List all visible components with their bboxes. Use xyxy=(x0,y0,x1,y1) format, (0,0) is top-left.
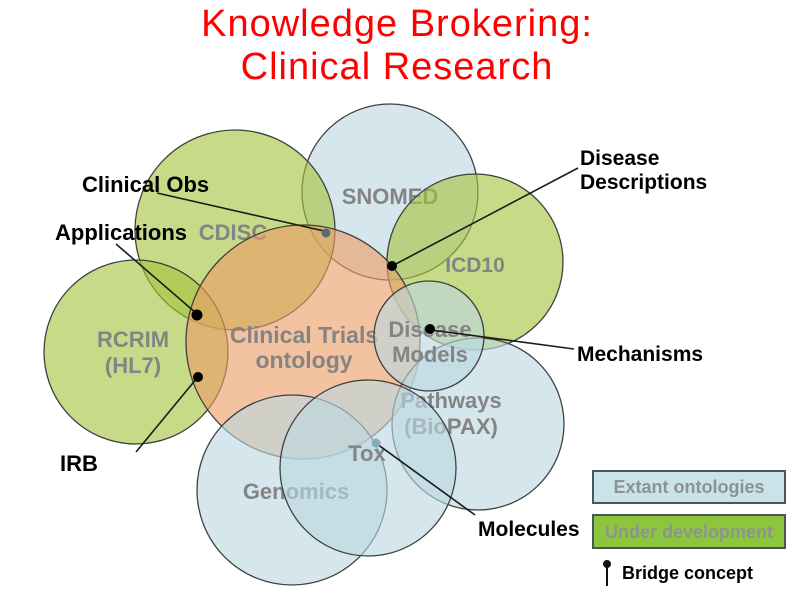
disease-descriptions-callout-label: Descriptions xyxy=(580,171,707,194)
title-line-1: Knowledge Brokering: xyxy=(201,3,593,45)
ontology-tox: Tox xyxy=(279,379,457,557)
clinical-obs-pointer-line xyxy=(156,192,325,232)
molecules-bridge-dot[interactable] xyxy=(371,438,381,448)
bridge-irb: IRB xyxy=(60,372,203,476)
clinical-trials-ontology-label: Clinical Trials xyxy=(230,322,378,348)
legend-extant-swatch xyxy=(592,470,786,504)
mechanisms-callout-label: Mechanisms xyxy=(577,343,703,366)
clinical-trials-ontology-label: ontology xyxy=(255,347,352,373)
disease-models-circle[interactable] xyxy=(373,280,485,392)
mechanisms-pointer-line xyxy=(430,329,575,350)
clinical-obs-bridge-dot[interactable] xyxy=(321,228,331,238)
disease-descriptions-callout-label: Disease xyxy=(580,147,659,170)
applications-bridge-dot[interactable] xyxy=(191,309,203,321)
molecules-callout-label: Molecules xyxy=(478,518,580,541)
mechanisms-bridge-dot[interactable] xyxy=(425,324,435,334)
irb-callout-label: IRB xyxy=(60,451,98,476)
legend-bridge-label: Bridge concept xyxy=(622,563,753,583)
bridge-clinical-obs: Clinical Obs xyxy=(82,172,331,238)
title-line-2: Clinical Research xyxy=(241,46,554,88)
icd10-label: ICD10 xyxy=(445,254,505,277)
irb-pointer-line xyxy=(135,377,198,453)
rcrim-hl7-label: (HL7) xyxy=(105,353,161,378)
disease-descriptions-pointer-line xyxy=(391,167,579,267)
bridge-pin-icon xyxy=(603,560,611,586)
bridge-molecules: Molecules xyxy=(371,438,580,541)
tox-label: Tox xyxy=(348,441,386,466)
legend-development-label: Under development xyxy=(605,522,773,542)
ontology-rcrim-hl7: RCRIM(HL7) xyxy=(43,259,229,445)
legend-development-swatch xyxy=(592,514,786,549)
clinical-obs-callout-label: Clinical Obs xyxy=(82,172,209,197)
bridge-applications: Applications xyxy=(55,220,203,321)
bridge-pin-head xyxy=(603,560,611,568)
rcrim-hl7-label: RCRIM xyxy=(97,327,169,352)
disease-descriptions-bridge-dot[interactable] xyxy=(387,261,397,271)
legend: Extant ontologies Under development Brid… xyxy=(592,470,786,586)
disease-models-label: Models xyxy=(392,342,468,367)
irb-bridge-dot[interactable] xyxy=(193,372,203,382)
legend-extant-label: Extant ontologies xyxy=(613,477,764,497)
tox-circle[interactable] xyxy=(279,379,457,557)
applications-callout-label: Applications xyxy=(55,220,187,245)
bridge-mechanisms: Mechanisms xyxy=(425,324,703,366)
ontology-disease-models: DiseaseModels xyxy=(373,280,485,392)
applications-pointer-line xyxy=(115,243,197,314)
page-title: Knowledge Brokering: Clinical Research xyxy=(201,3,593,88)
molecules-pointer-line xyxy=(376,443,476,516)
